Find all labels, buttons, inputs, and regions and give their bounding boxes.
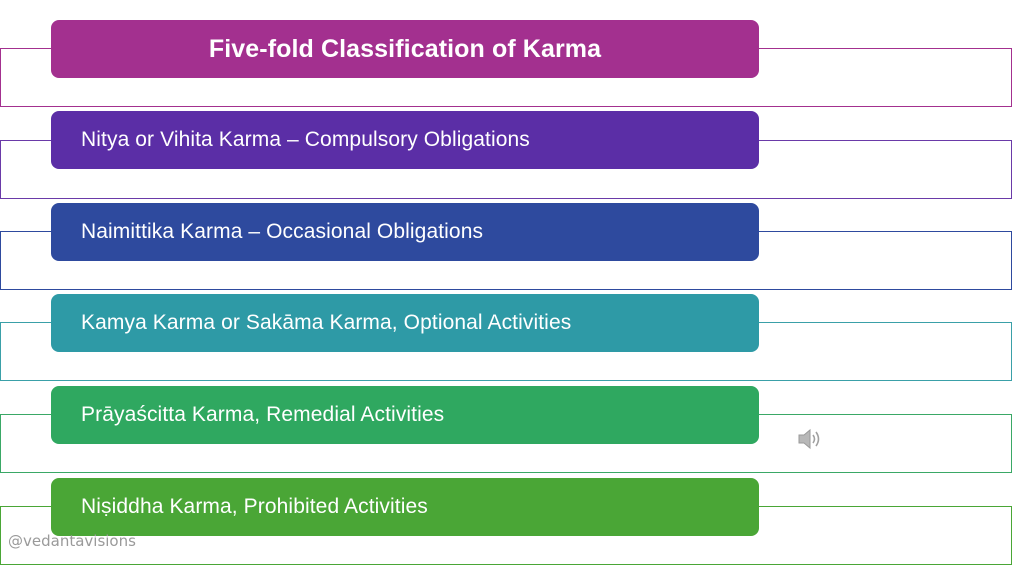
karma-item-nisiddha: Niṣiddha Karma, Prohibited Activities (51, 478, 759, 536)
watermark: @vedantavisions (8, 532, 136, 550)
karma-item-kamya: Kamya Karma or Sakāma Karma, Optional Ac… (51, 294, 759, 352)
karma-item-naimittika: Naimittika Karma – Occasional Obligation… (51, 203, 759, 261)
karma-item-nitya: Nitya or Vihita Karma – Compulsory Oblig… (51, 111, 759, 169)
speaker-icon[interactable] (797, 427, 823, 451)
slide-title: Five-fold Classification of Karma (51, 20, 759, 78)
karma-item-prayascitta: Prāyaścitta Karma, Remedial Activities (51, 386, 759, 444)
